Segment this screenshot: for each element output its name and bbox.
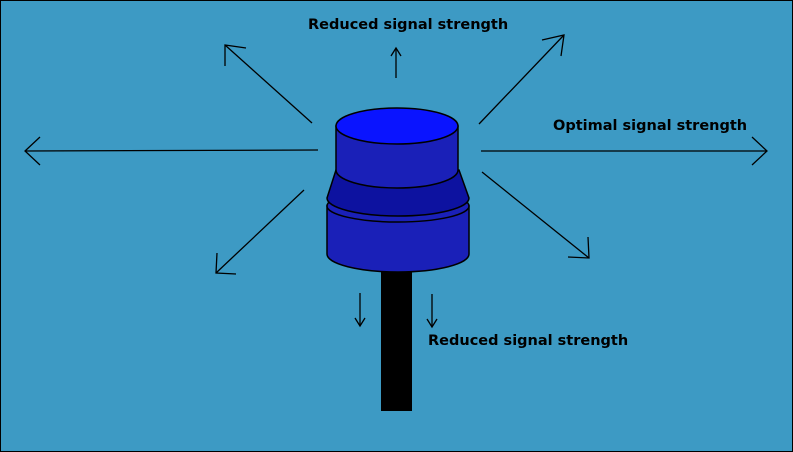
arrow-up bbox=[390, 46, 402, 78]
label-reduced-signal-bottom: Reduced signal strength bbox=[428, 333, 629, 349]
arrow-down-left bbox=[354, 293, 366, 328]
arrow-right bbox=[481, 136, 768, 166]
arrow-upper-left bbox=[224, 44, 313, 124]
label-reduced-signal-top: Reduced signal strength bbox=[308, 17, 509, 33]
arrow-lower-left bbox=[215, 189, 305, 275]
label-optimal-signal: Optimal signal strength bbox=[553, 118, 748, 134]
arrow-upper-right bbox=[478, 34, 565, 125]
arrow-lower-right bbox=[481, 171, 590, 259]
antenna-upper-section bbox=[335, 107, 459, 189]
antenna-pole bbox=[381, 268, 412, 411]
arrow-down-right bbox=[426, 294, 438, 329]
arrow-left bbox=[24, 136, 319, 166]
